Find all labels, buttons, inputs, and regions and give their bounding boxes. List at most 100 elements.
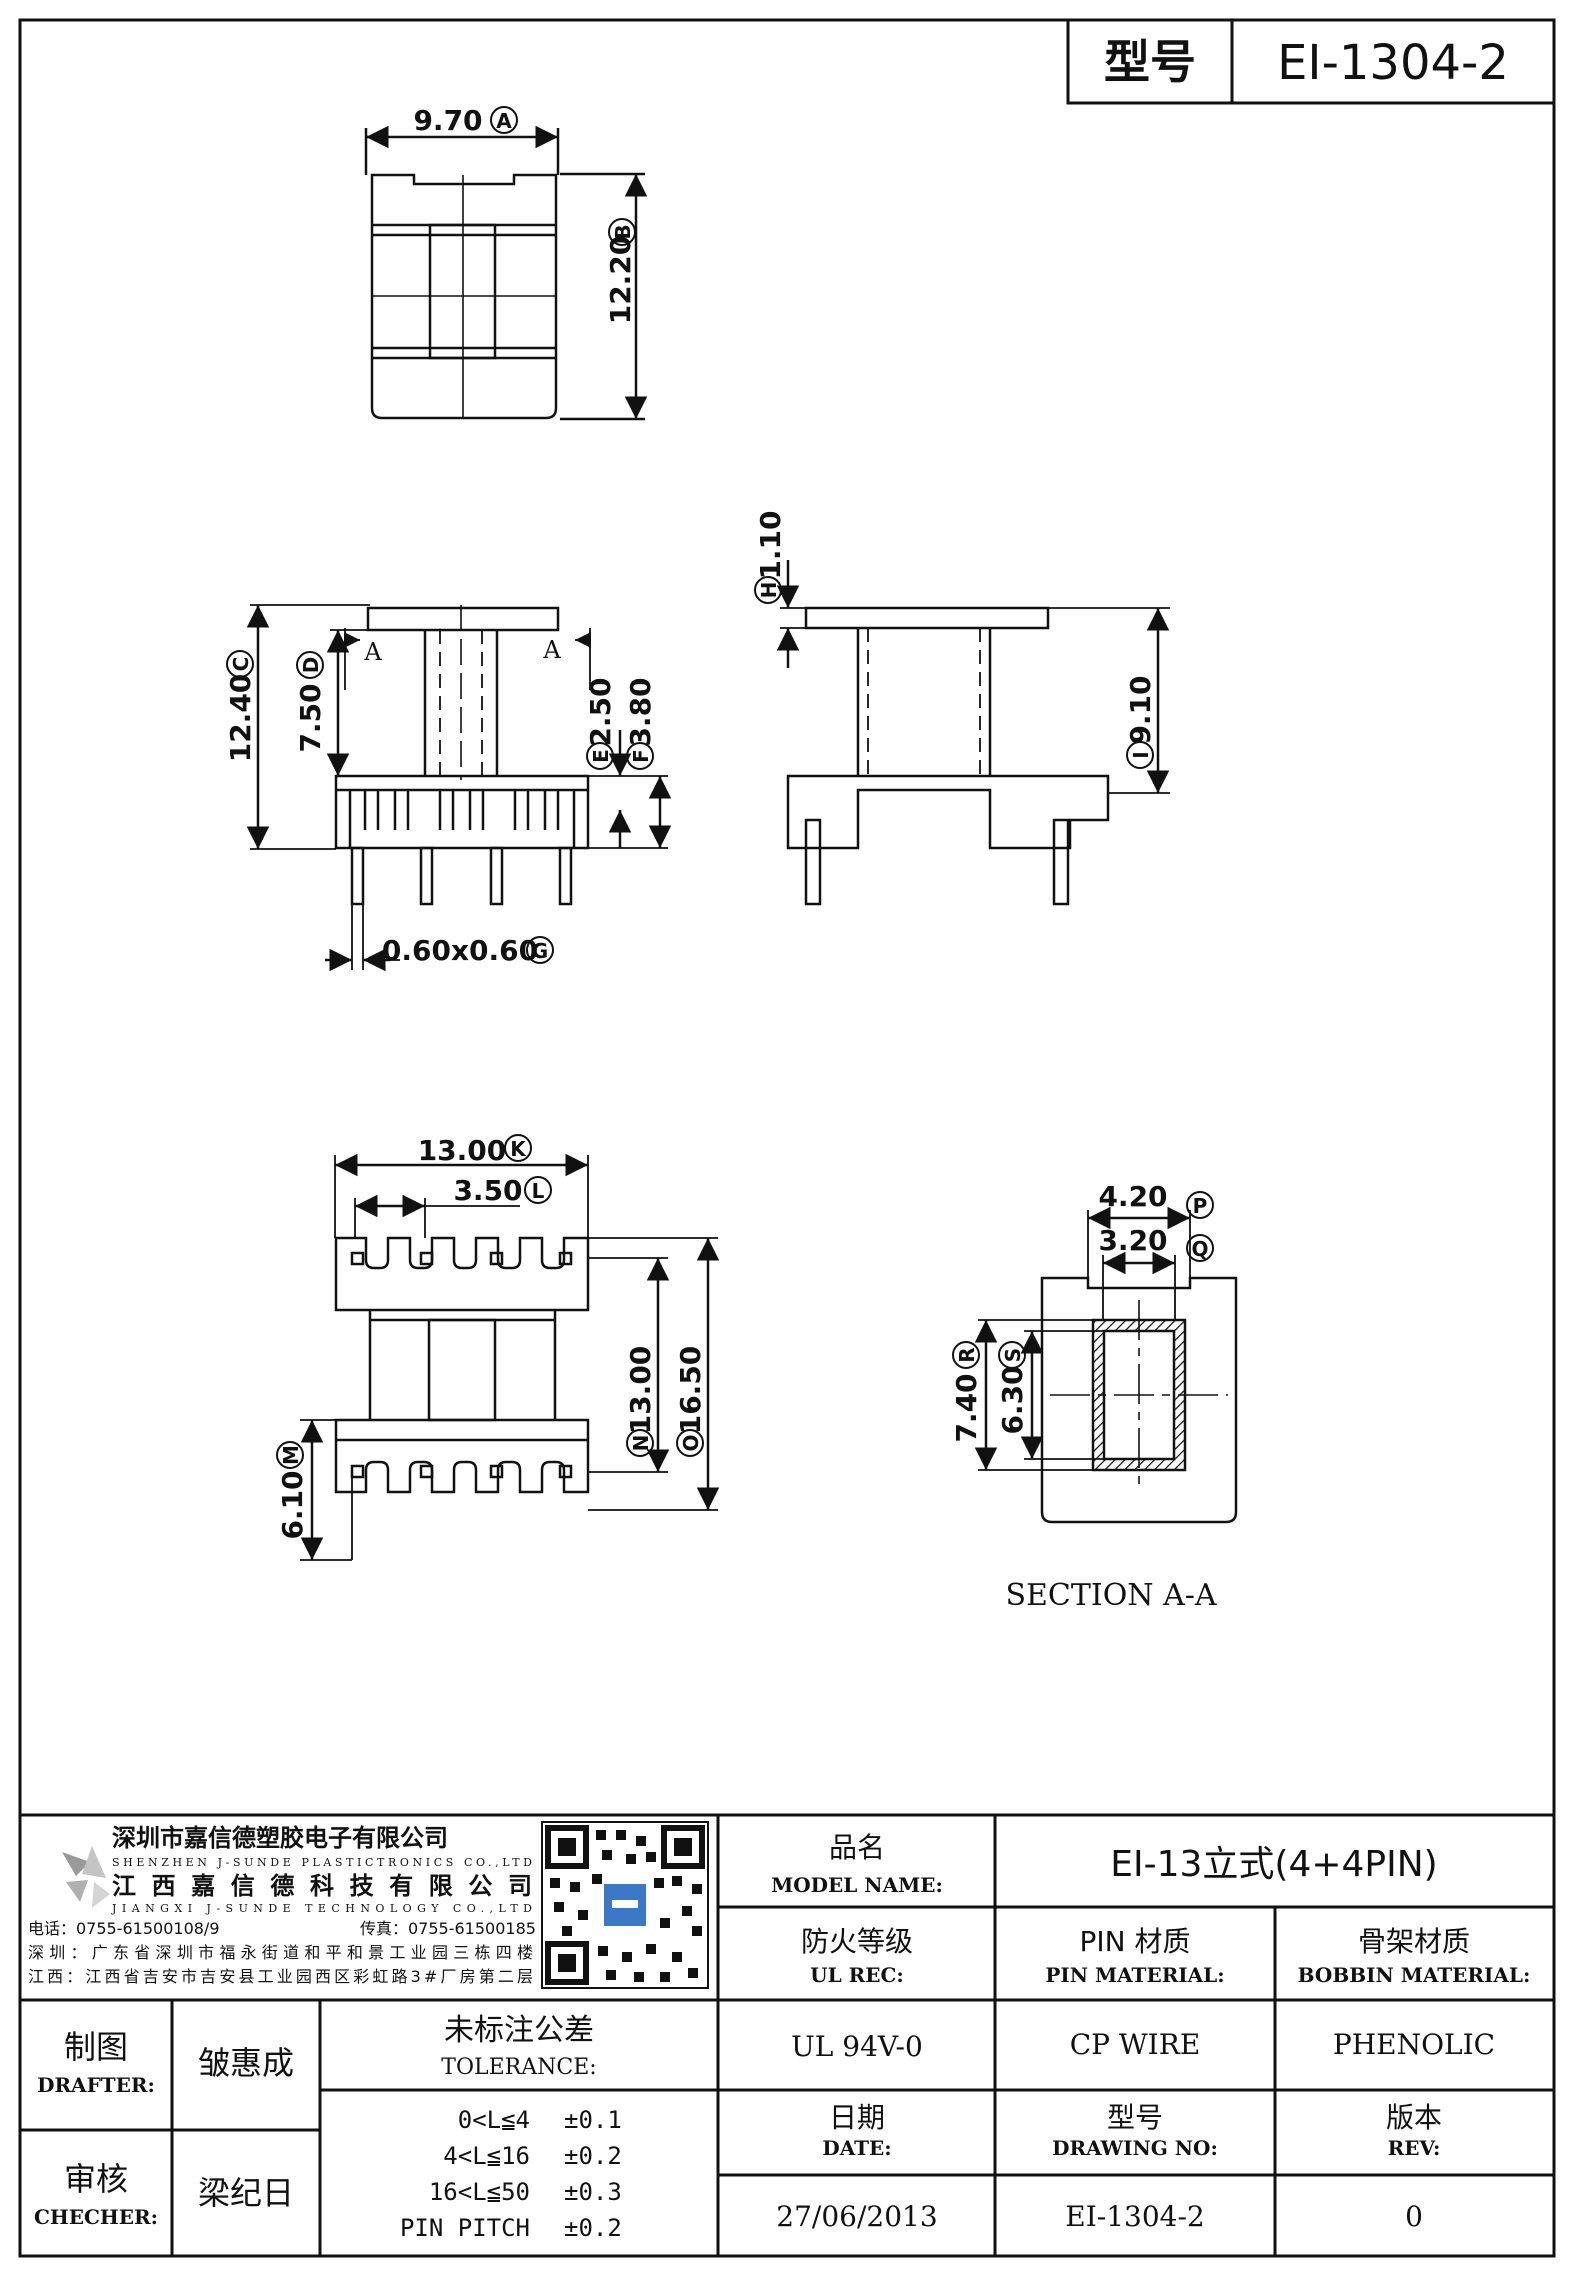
dim-r-value: 7.40 <box>950 1373 983 1442</box>
dim-h-letter: H <box>754 576 782 604</box>
dim-l-letter: L <box>524 1176 552 1204</box>
rev-value: 0 <box>1405 2200 1423 2233</box>
dim-m-letter: M <box>276 1441 304 1469</box>
rev-en: REV: <box>1388 2136 1441 2160</box>
rev-cn: 版本 <box>1386 2101 1442 2134</box>
tolerance-title-en: TOLERANCE: <box>441 2055 596 2080</box>
svg-text:O: O <box>679 1434 703 1451</box>
svg-text:L: L <box>532 1179 545 1203</box>
dim-q-value: 3.20 <box>1098 1224 1167 1257</box>
dim-n-value: 13.00 <box>624 1346 657 1435</box>
dim-a-letter: A <box>490 106 518 134</box>
bottom-view <box>300 1153 720 1561</box>
title-block-grid <box>20 1813 1554 2256</box>
side-view <box>776 560 1170 906</box>
dim-s-letter: S <box>998 1341 1026 1369</box>
dim-f-value: 3.80 <box>624 677 657 746</box>
dim-k-value: 13.00 <box>418 1134 507 1167</box>
dim-b-letter: B <box>608 218 636 246</box>
model-box: 型号 EI-1304-2 <box>1066 18 1556 105</box>
pin-material-cn: PIN 材质 <box>1080 1925 1191 1958</box>
dim-s-value: 6.30 <box>996 1365 1029 1434</box>
model-value: EI-1304-2 <box>1277 35 1509 91</box>
svg-text:I: I <box>1129 751 1153 758</box>
dim-a-value: 9.70 <box>413 104 482 137</box>
company-name-cn-1: 深圳市嘉信德塑胶电子有限公司 <box>112 1824 448 1852</box>
svg-text:E: E <box>589 749 613 763</box>
dim-g-letter: G <box>526 936 554 964</box>
svg-text:G: G <box>532 939 548 963</box>
tolerance-range: 16<L≦50 <box>429 2178 530 2206</box>
svg-text:A: A <box>496 109 512 133</box>
model-name-en: MODEL NAME: <box>771 1873 943 1897</box>
dim-o-letter: O <box>676 1429 704 1457</box>
section-mark-right: A <box>542 636 561 664</box>
tolerance-value: ±0.3 <box>564 2178 622 2206</box>
dim-p-letter: P <box>1186 1191 1214 1219</box>
qr-code <box>541 1821 709 1989</box>
pin-material-value: CP WIRE <box>1070 2028 1201 2061</box>
svg-text:M: M <box>279 1445 303 1465</box>
dim-o-value: 16.50 <box>674 1346 707 1435</box>
dim-c-value: 12.40 <box>224 674 257 763</box>
bobbin-material-cn: 骨架材质 <box>1358 1925 1470 1958</box>
svg-text:F: F <box>629 749 653 763</box>
checker-name: 梁纪日 <box>198 2174 294 2212</box>
tolerance-title-cn: 未标注公差 <box>444 2013 594 2048</box>
svg-text:K: K <box>510 1137 527 1161</box>
dim-d-letter: D <box>296 651 324 679</box>
drawing-no-value: EI-1304-2 <box>1065 2200 1205 2233</box>
ul-value: UL 94V-0 <box>791 2030 923 2063</box>
svg-text:R: R <box>955 1347 979 1362</box>
bobbin-material-en: BOBBIN MATERIAL: <box>1298 1963 1531 1987</box>
dim-p-value: 4.20 <box>1098 1180 1167 1213</box>
drawing-no-en: DRAWING NO: <box>1052 2136 1218 2160</box>
dim-m-value: 6.10 <box>276 1470 309 1539</box>
model-label: 型号 <box>1104 35 1196 89</box>
drafter-en: DRAFTER: <box>37 2073 155 2097</box>
dim-c-letter: C <box>226 650 254 678</box>
dim-r-letter: R <box>952 1341 980 1369</box>
company-logo <box>62 1846 110 1908</box>
tolerance-range: 4<L≦16 <box>443 2142 530 2170</box>
svg-text:S: S <box>1001 1348 1025 1362</box>
svg-text:B: B <box>611 224 635 239</box>
dim-i-value: 9.10 <box>1124 675 1157 744</box>
drafter-cn: 制图 <box>64 2028 128 2066</box>
dim-b-value: 12.20 <box>604 236 637 325</box>
tolerance-value: ±0.2 <box>564 2142 622 2170</box>
dim-f-letter: F <box>626 742 654 770</box>
dim-i-letter: I <box>1126 741 1154 769</box>
top-view <box>364 125 648 421</box>
section-caption: SECTION A-A <box>1005 1578 1216 1613</box>
company-address-jx: 江西：江西省吉安市吉安县工业园西区彩虹路3#厂房第二层 <box>28 1967 533 1986</box>
section-view <box>974 1206 1238 1524</box>
date-value: 27/06/2013 <box>776 2200 937 2233</box>
pin-material-en: PIN MATERIAL: <box>1045 1963 1224 1987</box>
tolerance-range: PIN PITCH <box>400 2214 530 2242</box>
date-cn: 日期 <box>829 2101 885 2134</box>
svg-text:Q: Q <box>1191 1237 1208 1261</box>
dim-n-letter: N <box>626 1429 654 1457</box>
company-name-en-1: SHENZHEN J-SUNDE PLASTICTRONICS CO.,LTD <box>112 1856 532 1869</box>
dim-g-value: 0.60x0.60 <box>382 934 538 967</box>
model-name-value: EI-13立式(4+4PIN) <box>1110 1844 1437 1885</box>
ul-rec-en: UL REC: <box>810 1963 904 1987</box>
bobbin-material-value: PHENOLIC <box>1333 2028 1495 2061</box>
checker-cn: 审核 <box>64 2160 128 2198</box>
dim-l-value: 3.50 <box>453 1174 522 1207</box>
company-address-sz: 深圳：广东省深圳市福永街道和平和景工业园三栋四楼 <box>28 1943 533 1962</box>
date-en: DATE: <box>822 2136 891 2160</box>
ul-rec-cn: 防火等级 <box>801 1925 913 1958</box>
svg-text:N: N <box>629 1435 653 1452</box>
dim-e-letter: E <box>586 742 614 770</box>
company-phone: 电话：0755-61500108/9 <box>28 1919 220 1938</box>
svg-text:C: C <box>229 657 253 672</box>
company-name-en-2: JIANGXI J-SUNDE TECHNOLOGY CO.,LTD <box>111 1902 532 1915</box>
dim-d-value: 7.50 <box>294 683 327 752</box>
section-mark-left: A <box>363 638 382 666</box>
svg-text:H: H <box>757 582 781 599</box>
company-name-cn-2: 江西嘉信德科技有限公司 <box>112 1872 532 1900</box>
checker-en: CHECHER: <box>34 2205 158 2229</box>
